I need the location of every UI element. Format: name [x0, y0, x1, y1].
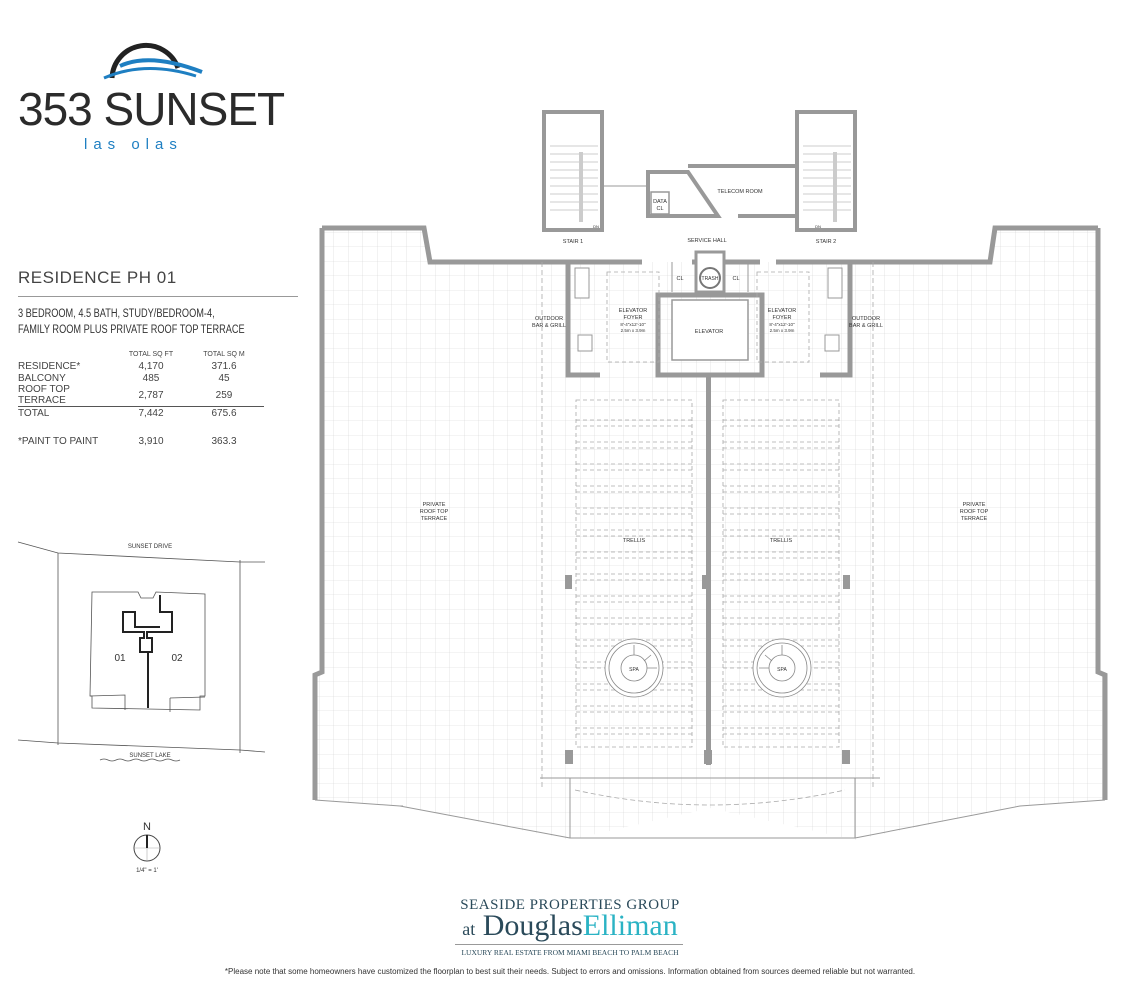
divider — [18, 296, 298, 297]
spa-right — [752, 638, 812, 698]
description-line: 3 BEDROOM, 4.5 BATH, STUDY/BEDROOM-4, — [18, 308, 215, 320]
stair-1-label: STAIR 1 — [563, 239, 583, 245]
data-closet-label: CL — [656, 206, 663, 212]
telecom-room-label: TELECOM ROOM — [717, 189, 763, 195]
dn-label: DN — [815, 224, 821, 229]
street-label: SUNSET DRIVE — [128, 544, 172, 550]
unit-label: 02 — [171, 653, 183, 664]
divider — [455, 944, 683, 945]
spa-label: SPA — [629, 667, 639, 673]
foyer-dimension: 8'-4"x12'-10" — [769, 322, 795, 327]
brand-at: at — [462, 919, 476, 939]
brand-tagline: LUXURY REAL ESTATE FROM MIAMI BEACH TO P… — [461, 948, 679, 957]
logo-name: 353 SUNSET — [18, 83, 285, 135]
logo-tagline: las olas — [84, 136, 183, 153]
roof-floor-plan: STAIR 1 STAIR 2 DN DN TELECOM ROOM DATA … — [312, 110, 1108, 840]
elevator-label: ELEVATOR — [695, 329, 723, 335]
data-closet-label: DATA — [653, 199, 667, 205]
logo-sunset-mark — [103, 42, 203, 80]
closet-label: CL — [676, 276, 683, 282]
service-hall-label: SERVICE HALL — [687, 238, 726, 244]
brand-douglas: Douglas — [482, 909, 583, 942]
residence-title: RESIDENCE PH 01 — [18, 268, 177, 287]
trash-label: TRASH — [702, 276, 719, 282]
foyer-label: ELEVATOR — [619, 308, 647, 314]
terrace-label: ROOF TOP — [960, 509, 989, 515]
bar-grill-label: OUTDOOR — [535, 316, 563, 322]
scale-label: 1/4" = 1' — [136, 868, 158, 874]
description-line: FAMILY ROOM PLUS PRIVATE ROOF TOP TERRAC… — [18, 324, 245, 336]
disclaimer: *Please note that some homeowners have c… — [224, 967, 916, 976]
residence-description: 3 BEDROOM, 4.5 BATH, STUDY/BEDROOM-4, FA… — [18, 306, 301, 338]
terrace-label: ROOF TOP — [420, 509, 449, 515]
spa-label: SPA — [777, 667, 787, 673]
terrace-label: TERRACE — [961, 516, 988, 522]
column-header — [18, 348, 118, 360]
lake-label: SUNSET LAKE — [129, 753, 170, 759]
column-header: TOTAL SQ FT — [128, 350, 174, 358]
dn-label: DN — [593, 224, 599, 229]
terrace-label: TERRACE — [421, 516, 448, 522]
foyer-label: FOYER — [624, 315, 643, 321]
elevator — [671, 299, 749, 361]
bar-grill-label: BAR & GRILL — [849, 323, 883, 329]
foyer-dimension: 2.5m x 3.9m — [770, 328, 795, 333]
brand-logo: at DouglasElliman — [0, 910, 1140, 945]
trellis-label: TRELLIS — [623, 538, 646, 544]
foyer-label: FOYER — [773, 315, 792, 321]
unit-label: 01 — [114, 653, 126, 664]
brand-elliman: Elliman — [582, 909, 678, 942]
site-plan: SUNSET DRIVE SUNSET LAKE 01 02 — [17, 541, 266, 762]
stair-1 — [542, 110, 604, 232]
brand-line: SEASIDE PROPERTIES GROUP — [460, 897, 680, 913]
stair-2 — [795, 110, 857, 232]
foyer-dimension: 2.5m x 3.9m — [621, 328, 646, 333]
terrace-label: PRIVATE — [963, 502, 986, 508]
trellis-label: TRELLIS — [770, 538, 793, 544]
spa-left — [604, 638, 664, 698]
terrace-label: PRIVATE — [423, 502, 446, 508]
closet-label: CL — [732, 276, 739, 282]
foyer-label: ELEVATOR — [768, 308, 796, 314]
north-compass: N 1/4" = 1' — [133, 821, 161, 874]
stair-2-label: STAIR 2 — [816, 239, 836, 245]
north-label: N — [143, 821, 151, 833]
column-header: TOTAL SQ M — [203, 350, 245, 358]
bar-grill-label: BAR & GRILL — [532, 323, 566, 329]
foyer-dimension: 8'-4"x12'-10" — [620, 322, 646, 327]
bar-grill-label: OUTDOOR — [852, 316, 880, 322]
